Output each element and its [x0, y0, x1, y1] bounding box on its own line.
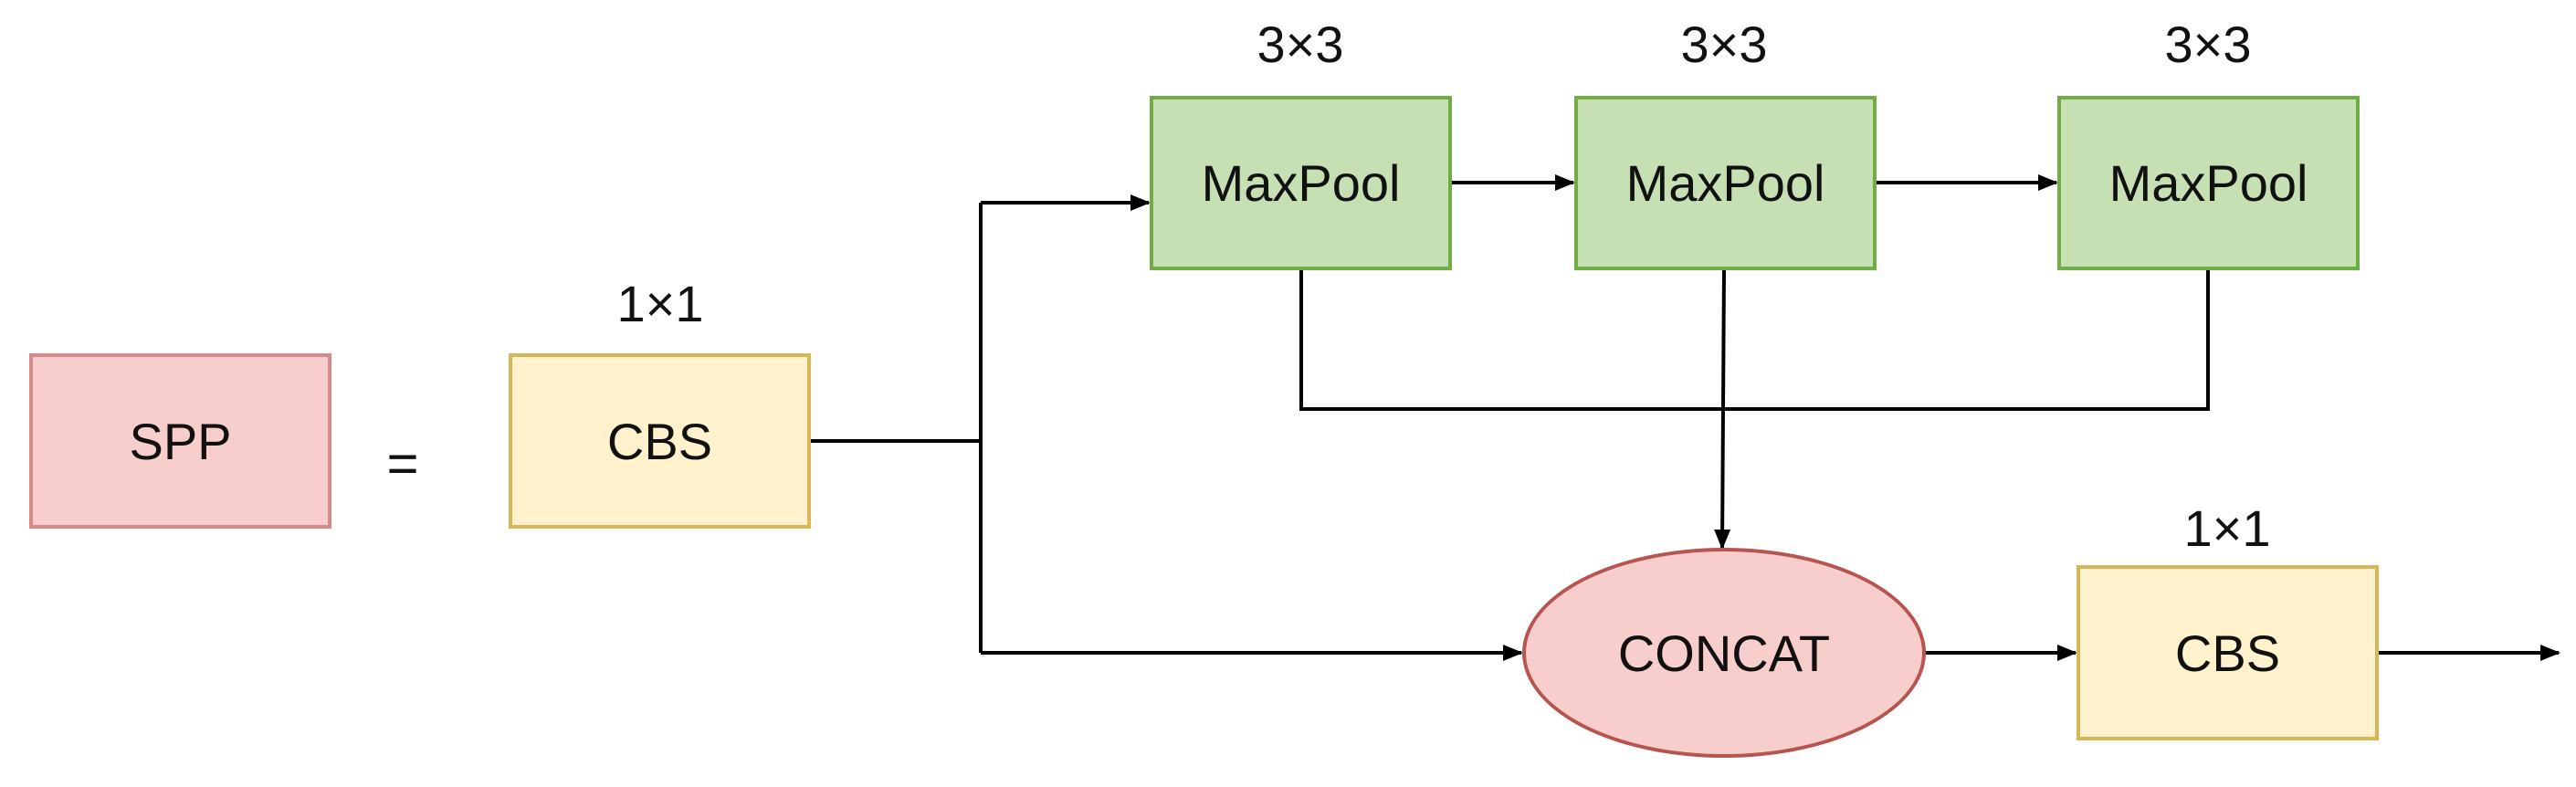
arrow-to-concat-from-pools — [1714, 268, 1731, 550]
cbs-input-block: CBS — [509, 353, 811, 529]
concat-node: CONCAT — [1522, 548, 1926, 758]
maxpool-2-block: MaxPool — [1574, 96, 1877, 270]
maxpool-3-kernel-label: 3×3 — [2164, 16, 2252, 73]
spp-label: SPP — [129, 412, 232, 470]
cbs-output-label: CBS — [2174, 624, 2281, 682]
concat-label: CONCAT — [1617, 624, 1831, 682]
cbs-out-kernel-label: 1×1 — [2183, 499, 2271, 557]
maxpool-collect-line — [1299, 269, 2210, 411]
maxpool-1-kernel-label: 3×3 — [1256, 16, 1344, 73]
spp-block: SPP — [29, 353, 331, 529]
maxpool-1-label: MaxPool — [1201, 154, 1401, 212]
maxpool-3-block: MaxPool — [2057, 96, 2360, 270]
equals-sign: = — [386, 433, 419, 494]
maxpool-2-label: MaxPool — [1625, 154, 1825, 212]
cbs-in-kernel-label: 1×1 — [616, 275, 704, 332]
maxpool-2-kernel-label: 3×3 — [1680, 16, 1768, 73]
maxpool-3-label: MaxPool — [2108, 154, 2308, 212]
cbs-input-label: CBS — [606, 412, 713, 470]
maxpool-1-block: MaxPool — [1150, 96, 1452, 270]
cbs-output-block: CBS — [2077, 565, 2379, 740]
